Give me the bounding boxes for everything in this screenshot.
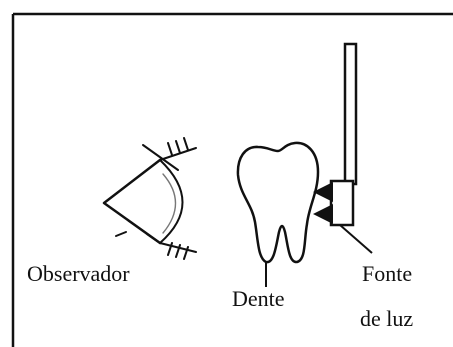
light-source-icon <box>331 44 356 225</box>
eye-icon <box>104 138 196 259</box>
observer-label: Observador <box>27 261 130 286</box>
tooth-label: Dente <box>232 286 285 311</box>
tooth-icon <box>238 143 318 262</box>
light-source-pointer-line <box>340 225 372 253</box>
arrow-left-icon <box>318 192 330 214</box>
light-source-label-line2: de luz <box>360 306 413 331</box>
light-source-label-line1: Fonte <box>362 261 412 286</box>
